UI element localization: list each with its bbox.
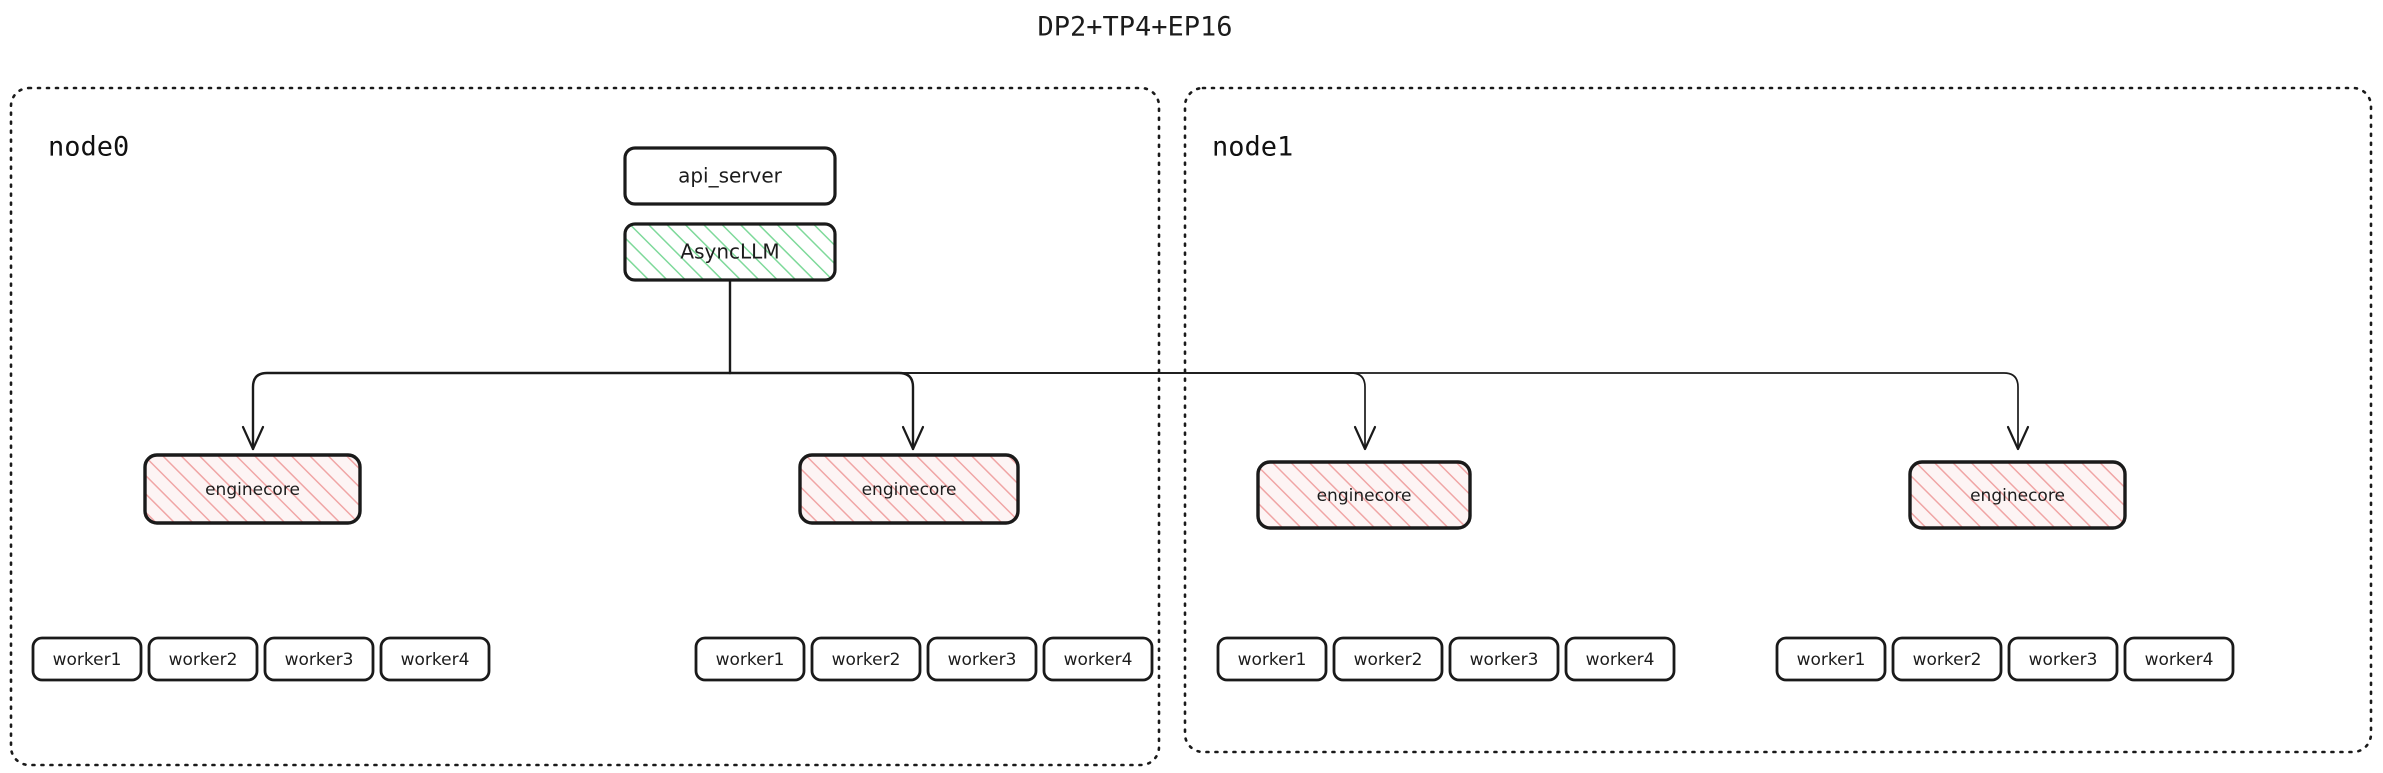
box-label-AsyncLLM: AsyncLLM xyxy=(680,240,779,264)
box-worker4[interactable] xyxy=(1564,636,1676,682)
box-worker4[interactable] xyxy=(379,636,491,682)
box-label-worker2: worker2 xyxy=(169,650,238,670)
box-label-worker4: worker4 xyxy=(2145,650,2214,670)
box-label-worker2: worker2 xyxy=(1354,650,1423,670)
box-label-worker4: worker4 xyxy=(1064,650,1133,670)
box-worker1[interactable] xyxy=(31,636,143,682)
box-worker2[interactable] xyxy=(147,636,259,682)
box-worker3[interactable] xyxy=(2007,636,2119,682)
box-label-worker1: worker1 xyxy=(1238,650,1307,670)
box-enginecore[interactable] xyxy=(1256,460,1472,530)
box-label-worker4: worker4 xyxy=(1586,650,1655,670)
box-label-api_server: api_server xyxy=(678,164,783,188)
diagram-title: DP2+TP4+EP16 xyxy=(1037,12,1232,43)
box-label-worker4: worker4 xyxy=(401,650,470,670)
arrowhead-icon xyxy=(1353,425,1377,451)
arrowhead-icon xyxy=(241,425,265,451)
box-enginecore[interactable] xyxy=(798,453,1020,525)
arrowhead-icon xyxy=(2006,425,2030,451)
box-label-enginecore: enginecore xyxy=(205,480,300,500)
box-label-enginecore: enginecore xyxy=(1317,486,1412,506)
connector-to-enginecore-3 xyxy=(729,372,1366,450)
box-label-worker1: worker1 xyxy=(53,650,122,670)
box-label-worker1: worker1 xyxy=(1797,650,1866,670)
connector-to-enginecore-2 xyxy=(728,371,915,451)
box-label-worker2: worker2 xyxy=(832,650,901,670)
box-label-worker3: worker3 xyxy=(2029,650,2098,670)
box-api_server[interactable] xyxy=(623,146,837,206)
node-frames-layer: node0 node1 xyxy=(9,86,2373,767)
connector-to-enginecore-4 xyxy=(729,372,2019,450)
connector-to-enginecore-1 xyxy=(251,371,732,451)
node-frame-node0 xyxy=(9,86,1161,767)
box-worker1[interactable] xyxy=(1775,636,1887,682)
node-label-node0: node0 xyxy=(48,132,129,163)
box-enginecore[interactable] xyxy=(143,453,362,525)
box-worker2[interactable] xyxy=(1332,636,1444,682)
box-worker2[interactable] xyxy=(810,636,922,682)
box-label-worker2: worker2 xyxy=(1913,650,1982,670)
node-label-node1: node1 xyxy=(1212,132,1293,163)
box-worker3[interactable] xyxy=(1448,636,1560,682)
box-worker4[interactable] xyxy=(2123,636,2235,682)
box-label-worker3: worker3 xyxy=(1470,650,1539,670)
box-label-enginecore: enginecore xyxy=(862,480,957,500)
box-label-worker3: worker3 xyxy=(948,650,1017,670)
box-worker4[interactable] xyxy=(1042,636,1154,682)
box-worker3[interactable] xyxy=(263,636,375,682)
arrowhead-icon xyxy=(901,425,925,451)
box-worker1[interactable] xyxy=(694,636,806,682)
box-worker1[interactable] xyxy=(1216,636,1328,682)
connections-layer xyxy=(241,278,2030,451)
box-label-worker3: worker3 xyxy=(285,650,354,670)
node-frame-node1 xyxy=(1183,86,2373,754)
box-enginecore[interactable] xyxy=(1908,460,2127,530)
box-label-enginecore: enginecore xyxy=(1970,486,2065,506)
box-worker3[interactable] xyxy=(926,636,1038,682)
box-AsyncLLM[interactable] xyxy=(623,222,837,282)
box-label-worker1: worker1 xyxy=(716,650,785,670)
box-worker2[interactable] xyxy=(1891,636,2003,682)
